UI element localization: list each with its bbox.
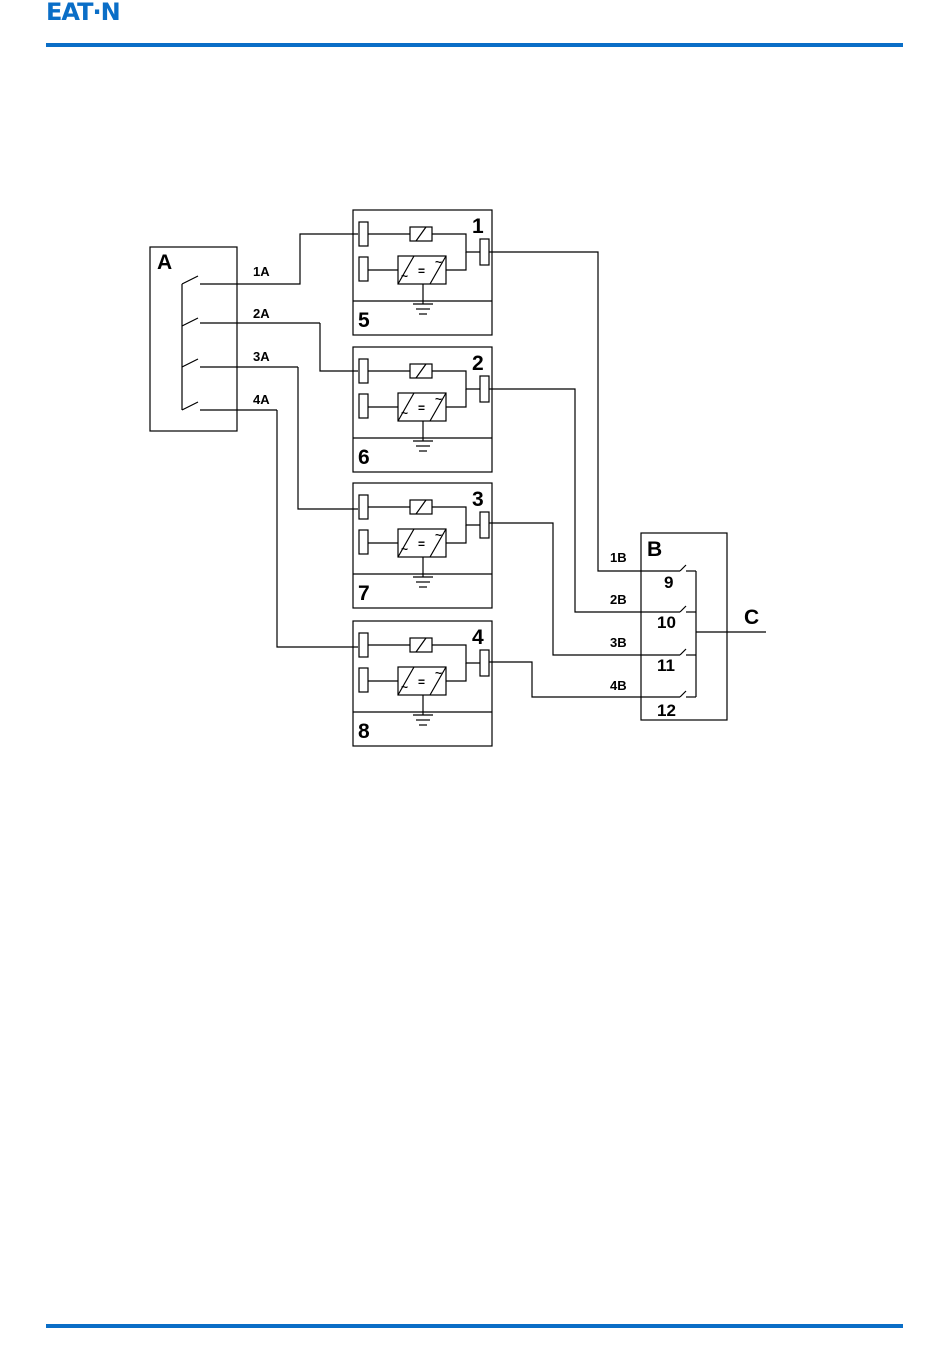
output-switch-label: 10 (657, 613, 676, 632)
footer-rule (46, 1324, 903, 1328)
ac-symbol: ~ (435, 666, 442, 680)
output-line-label: 2B (610, 592, 627, 607)
bypass-input-terminal (359, 359, 368, 383)
bypass-input-terminal (359, 222, 368, 246)
ups-module-label: 1 (472, 215, 484, 238)
output-terminal (480, 376, 489, 402)
input-wire-1a (298, 234, 358, 284)
dc-symbol: = (418, 264, 425, 278)
bypass-label: 8 (358, 720, 370, 743)
ups-module: = ~ ~ 1 5 (353, 210, 492, 335)
output-line-label: 1B (610, 550, 627, 565)
output-line-label: 4B (610, 678, 627, 693)
ac-symbol: ~ (435, 392, 442, 406)
dc-symbol: = (418, 675, 425, 689)
ups-module-label: 2 (472, 352, 484, 375)
input-line-label: 3A (253, 349, 270, 364)
input-line-label: 2A (253, 306, 270, 321)
output-terminal (480, 650, 489, 676)
ups-module-label: 4 (472, 626, 484, 649)
output-switch (680, 565, 696, 697)
input-line-label: 1A (253, 264, 270, 279)
output-switch-label: 12 (657, 701, 676, 720)
bypass-label: 6 (358, 446, 370, 469)
output-switchboard-b (641, 533, 727, 720)
ac-symbol: ~ (401, 542, 408, 556)
switchboard-a-label: A (157, 251, 172, 274)
load-label-c: C (744, 606, 759, 629)
ups-module: = ~ ~ 3 7 (353, 483, 492, 608)
ac-symbol: ~ (435, 255, 442, 269)
input-wire-4a (277, 410, 358, 647)
ac-symbol: ~ (401, 269, 408, 283)
ups-module: = ~ ~ 2 6 (353, 347, 492, 472)
output-switch-label: 11 (657, 656, 675, 675)
ups-module: = ~ ~ 4 8 (353, 621, 492, 746)
bypass-input-terminal (359, 495, 368, 519)
output-terminal (480, 512, 489, 538)
output-switch-label: 9 (664, 573, 673, 592)
input-wire-3a (298, 367, 358, 509)
switchboard-b-label: B (647, 538, 662, 561)
ac-symbol: ~ (435, 528, 442, 542)
output-wire-4b (489, 662, 680, 697)
dc-symbol: = (418, 537, 425, 551)
bypass-input-terminal (359, 633, 368, 657)
output-line-label: 3B (610, 635, 627, 650)
input-switchboard-a (150, 247, 237, 431)
rectifier-input-terminal (359, 394, 368, 418)
ac-symbol: ~ (401, 406, 408, 420)
rectifier-input-terminal (359, 530, 368, 554)
rectifier-input-terminal (359, 668, 368, 692)
input-switch (182, 276, 320, 410)
ac-symbol: ~ (401, 680, 408, 694)
dc-symbol: = (418, 401, 425, 415)
input-wire-2a (320, 323, 358, 371)
output-terminal (480, 239, 489, 265)
input-line-label: 4A (253, 392, 270, 407)
bypass-label: 7 (358, 582, 370, 605)
output-wire-2b (489, 389, 680, 612)
ups-module-label: 3 (472, 488, 484, 511)
rectifier-input-terminal (359, 257, 368, 281)
bypass-label: 5 (358, 309, 370, 332)
